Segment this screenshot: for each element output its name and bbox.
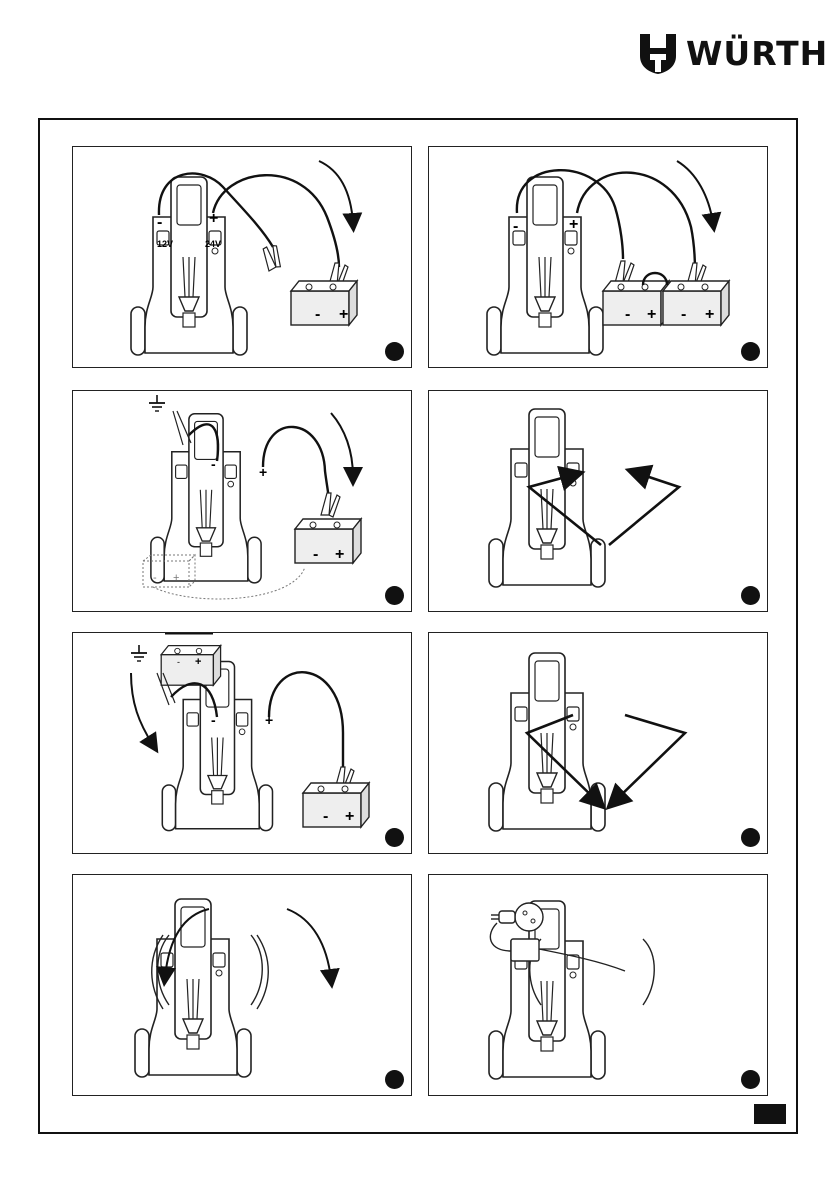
battery-minus-label: - <box>315 306 320 323</box>
step-number-marker <box>385 1070 404 1089</box>
step-panel-5: - + - + - + <box>72 632 412 854</box>
step-panel-2: - + - + - + <box>428 146 768 368</box>
wurth-logo: WÜRTH <box>638 32 810 76</box>
curved-arrow-icon <box>677 161 713 223</box>
page-number-tab <box>754 1104 786 1124</box>
minus-terminal-label: - <box>513 218 518 235</box>
battery1-minus-label: - <box>625 306 630 323</box>
clamp-disconnect-arrows-illustration <box>429 633 768 854</box>
plus-terminal-label: + <box>569 216 578 233</box>
wurth-logo-mark-icon <box>638 32 678 76</box>
battery2-minus-label: - <box>681 306 686 323</box>
top-battery-plus: + <box>195 656 201 668</box>
step-number-marker <box>385 586 404 605</box>
terminal-arrows-illustration <box>429 391 768 612</box>
curved-arrow-icon <box>287 909 331 979</box>
step-number-marker <box>741 342 760 361</box>
step-number-marker <box>741 586 760 605</box>
ground-symbol-icon <box>131 645 147 661</box>
step-panel-3: - + - + - + <box>72 390 412 612</box>
minus-terminal-label: - <box>211 712 216 728</box>
battery-minus-label: - <box>313 546 318 563</box>
step-number-marker <box>741 828 760 847</box>
battery2-plus-label: + <box>705 306 714 323</box>
step-number-marker <box>385 828 404 847</box>
step-number-marker <box>385 342 404 361</box>
step-number-marker <box>741 1070 760 1089</box>
curved-arrow-icon <box>331 413 353 477</box>
step-panel-1: 12V 24V - + - + <box>72 146 412 368</box>
step-panel-6 <box>428 632 768 854</box>
brand-name: WÜRTH <box>686 36 828 72</box>
reverse-ground-illustration: - + - + - + <box>73 633 412 854</box>
step-panel-8 <box>428 874 768 1096</box>
top-battery-minus: - <box>177 657 180 667</box>
battery1-plus-label: + <box>647 306 656 323</box>
battery-minus-label: - <box>323 808 328 825</box>
ground-symbol-icon <box>149 395 165 411</box>
step-panel-4 <box>428 390 768 612</box>
battery-plus-label: + <box>339 306 348 323</box>
battery-plus-label: + <box>345 808 354 825</box>
step-panel-7 <box>72 874 412 1096</box>
chassis-ground-illustration: - + - + - + <box>73 391 412 612</box>
cable-storage-illustration <box>73 875 412 1096</box>
ghost-battery-minus: - <box>153 572 157 584</box>
power-plug-icon <box>491 903 543 931</box>
minus-terminal-label: - <box>211 456 216 472</box>
series-batteries-illustration: - + - + - + <box>429 147 768 368</box>
minus-terminal-label: - <box>157 214 162 231</box>
curved-arrow-icon <box>131 673 153 745</box>
ghost-battery-plus: + <box>173 572 179 584</box>
curved-arrow-icon <box>319 161 353 223</box>
label-12v: 12V <box>157 239 173 249</box>
label-24v: 24V <box>205 239 221 249</box>
battery-plus-label: + <box>335 546 344 563</box>
charger-12v-24v-illustration: 12V 24V - + - + <box>73 147 412 368</box>
mains-plug-illustration <box>429 875 768 1096</box>
